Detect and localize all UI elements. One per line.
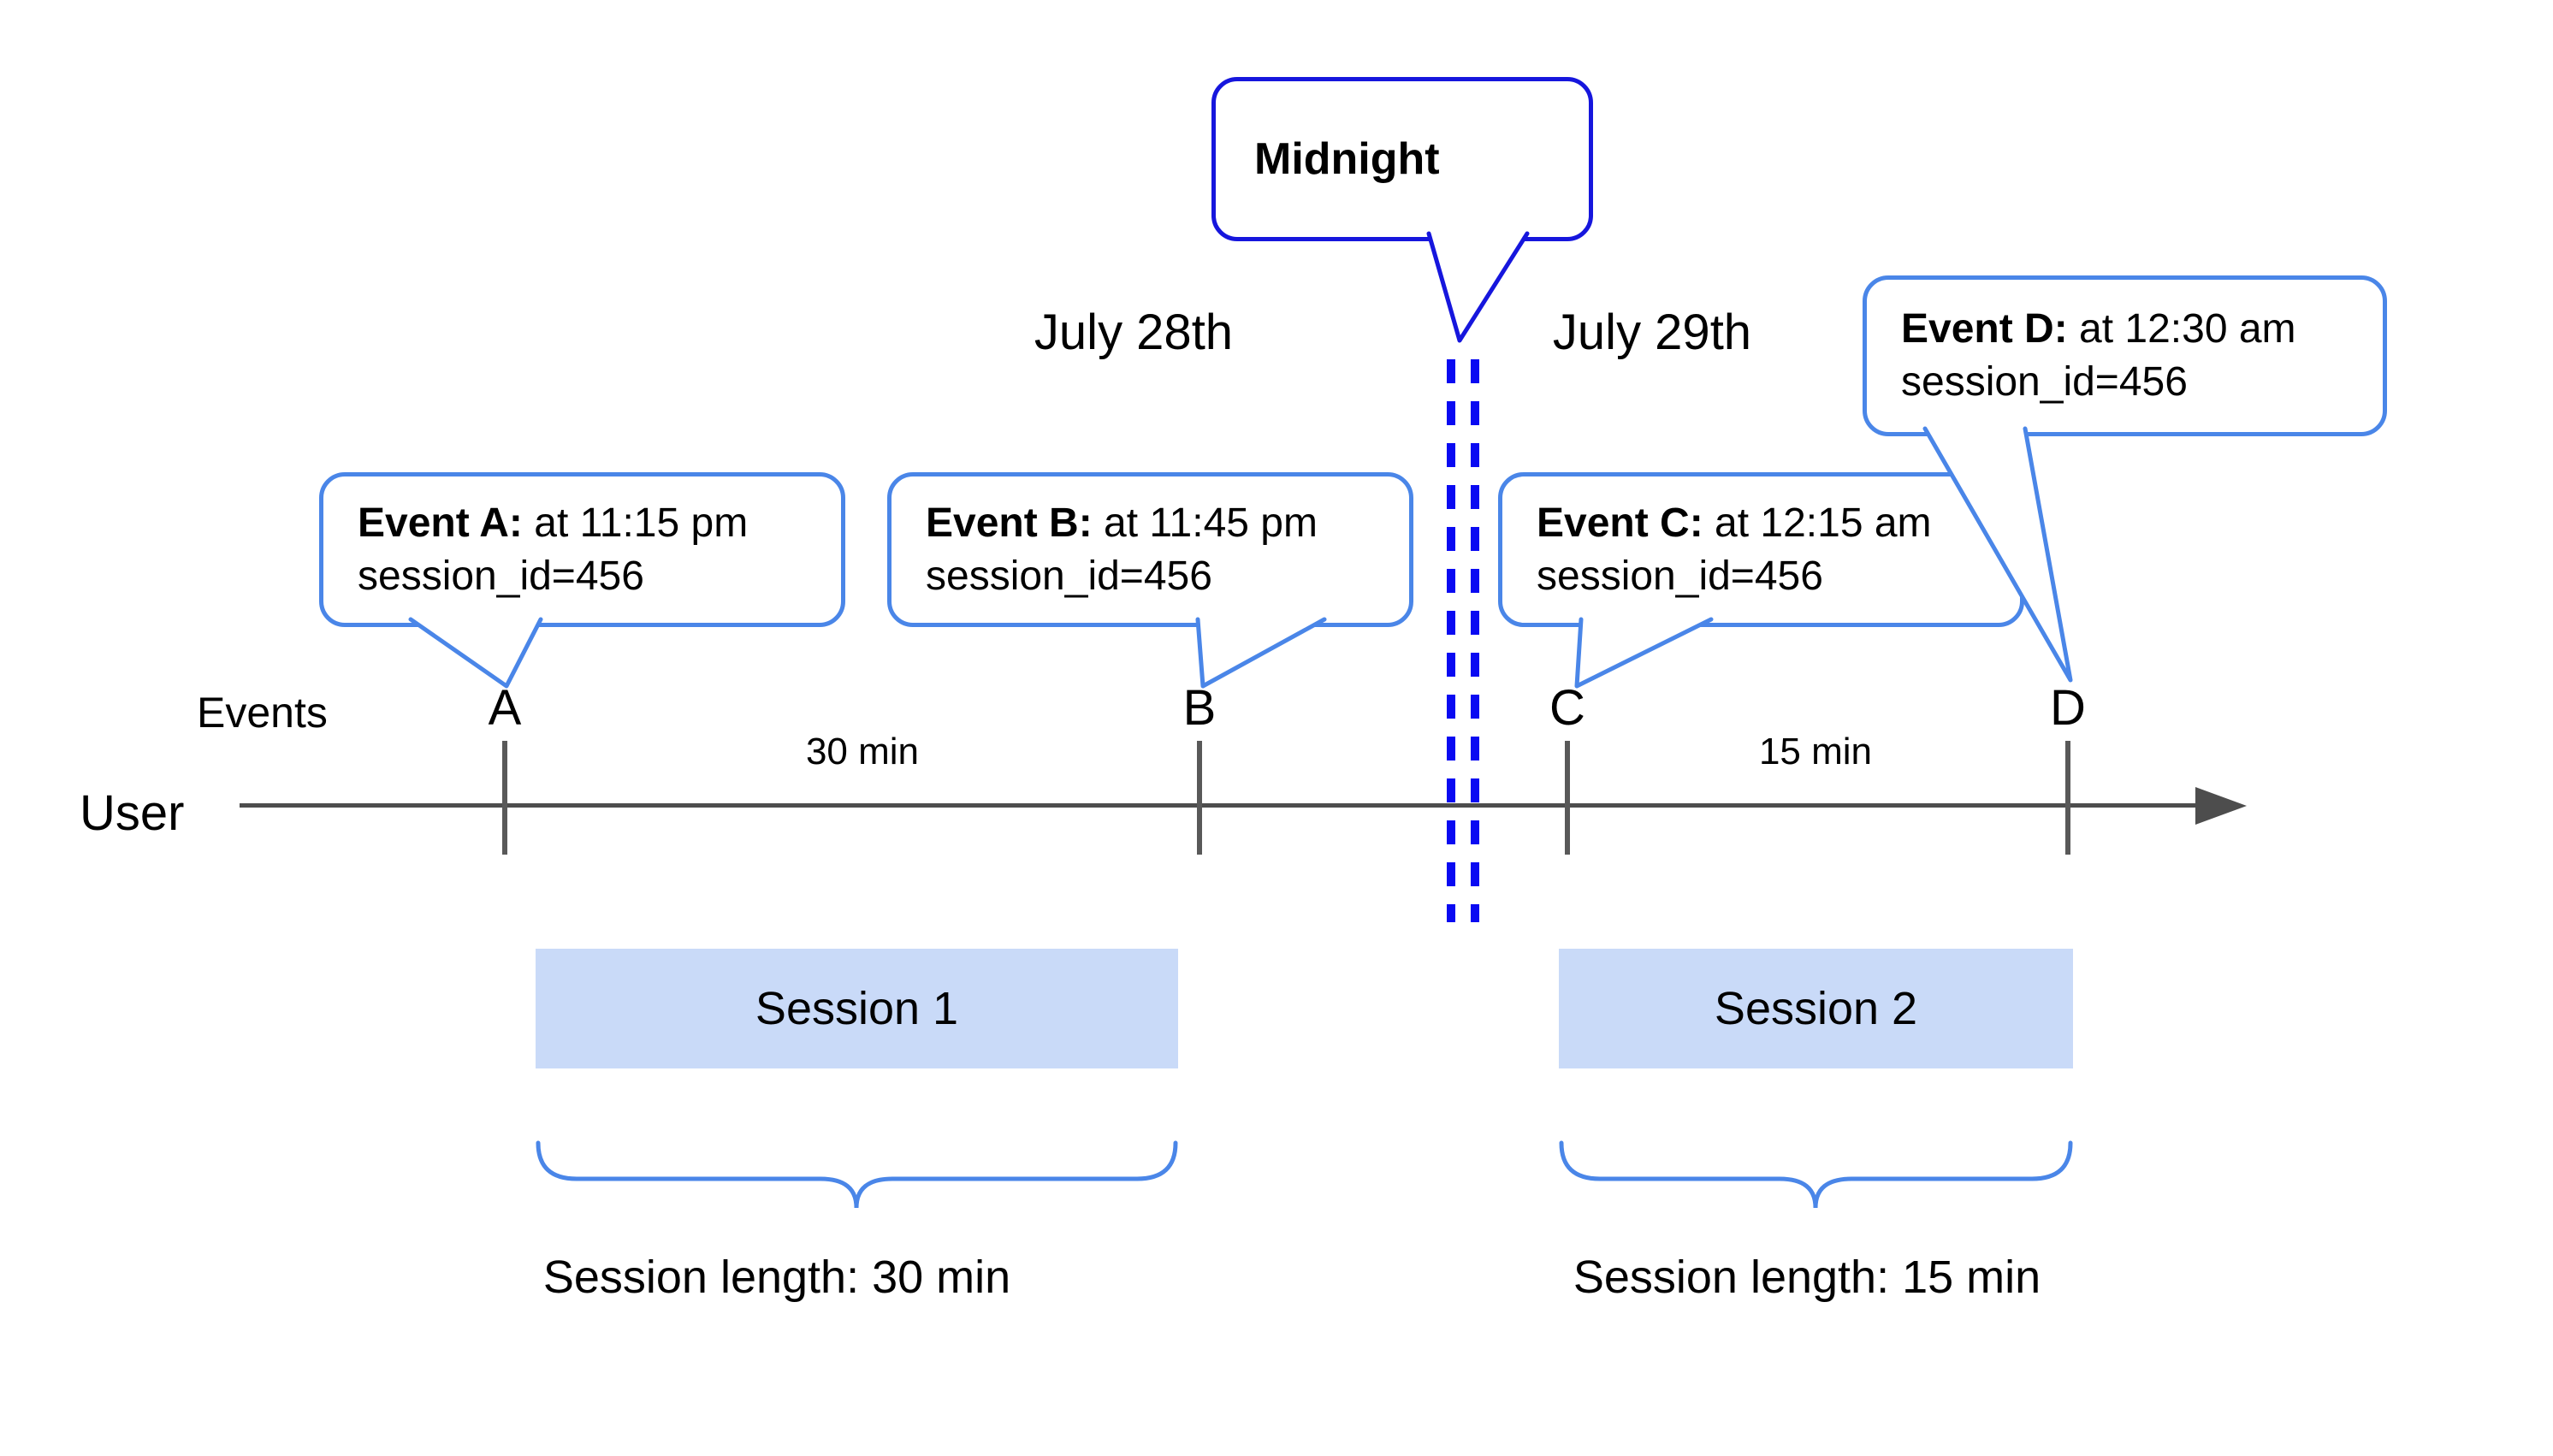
events-axis-label: Events (197, 689, 328, 737)
event-a-callout-tail (408, 617, 543, 689)
interval-label-15min: 15 min (1758, 731, 1873, 772)
date-label-july-28: July 28th (1034, 305, 1234, 360)
midnight-callout: Midnight (1211, 77, 1593, 241)
midnight-callout-tail (1426, 231, 1530, 343)
session-2-box: Session 2 (1559, 949, 2073, 1068)
user-axis-label: User (80, 785, 185, 841)
timeline-arrowhead-icon (2195, 787, 2247, 825)
event-a-callout-title: Event A: (358, 500, 523, 546)
event-marker-d: D (2050, 680, 2086, 736)
tick-event-b (1197, 741, 1202, 855)
event-a-callout-session: session_id=456 (358, 553, 644, 599)
tick-event-d (2065, 741, 2070, 855)
event-d-callout-line1: Event D: at 12:30 am (1901, 303, 2349, 356)
session-1-brace (536, 1140, 1178, 1209)
timeline-axis (240, 803, 2201, 808)
event-a-callout: Event A: at 11:15 pm session_id=456 (319, 472, 845, 627)
session-1-label: Session 1 (755, 983, 959, 1034)
event-a-callout-line1: Event A: at 11:15 pm (358, 497, 807, 550)
event-c-callout-line1: Event C: at 12:15 am (1537, 497, 1986, 550)
event-b-callout-session: session_id=456 (926, 553, 1212, 599)
tick-event-a (502, 741, 507, 855)
event-marker-c: C (1549, 680, 1585, 736)
session-1-box: Session 1 (536, 949, 1178, 1068)
midnight-divider-dash-right (1471, 359, 1479, 922)
event-c-callout-title: Event C: (1537, 500, 1703, 546)
tick-event-c (1565, 741, 1570, 855)
event-d-callout-time: at 12:30 am (2067, 306, 2296, 352)
event-c-callout-session: session_id=456 (1537, 553, 1823, 599)
event-d-callout: Event D: at 12:30 am session_id=456 (1863, 275, 2387, 436)
event-b-callout-time: at 11:45 pm (1092, 500, 1318, 546)
event-c-callout-time: at 12:15 am (1703, 500, 1932, 546)
event-b-callout-tail (1195, 617, 1327, 689)
event-c-callout: Event C: at 12:15 am session_id=456 (1498, 472, 2024, 627)
event-marker-b: B (1182, 680, 1217, 736)
session-2-label: Session 2 (1714, 983, 1918, 1034)
session-1-length-label: Session length: 30 min (542, 1252, 1011, 1303)
interval-label-30min: 30 min (805, 731, 920, 772)
event-d-callout-title: Event D: (1901, 306, 2068, 352)
event-d-callout-session: session_id=456 (1901, 359, 2188, 405)
event-d-callout-tail (1922, 426, 2073, 683)
event-c-callout-tail (1574, 617, 1714, 689)
date-label-july-29: July 29th (1552, 305, 1752, 360)
event-b-callout: Event B: at 11:45 pm session_id=456 (887, 472, 1413, 627)
event-b-callout-title: Event B: (926, 500, 1093, 546)
event-a-callout-time: at 11:15 pm (522, 500, 749, 546)
session-2-brace (1559, 1140, 2073, 1209)
event-b-callout-line1: Event B: at 11:45 pm (926, 497, 1375, 550)
session-2-length-label: Session length: 15 min (1573, 1252, 2041, 1303)
midnight-divider-dash-left (1447, 359, 1455, 922)
event-marker-a: A (488, 680, 522, 736)
midnight-label: Midnight (1254, 134, 1440, 184)
